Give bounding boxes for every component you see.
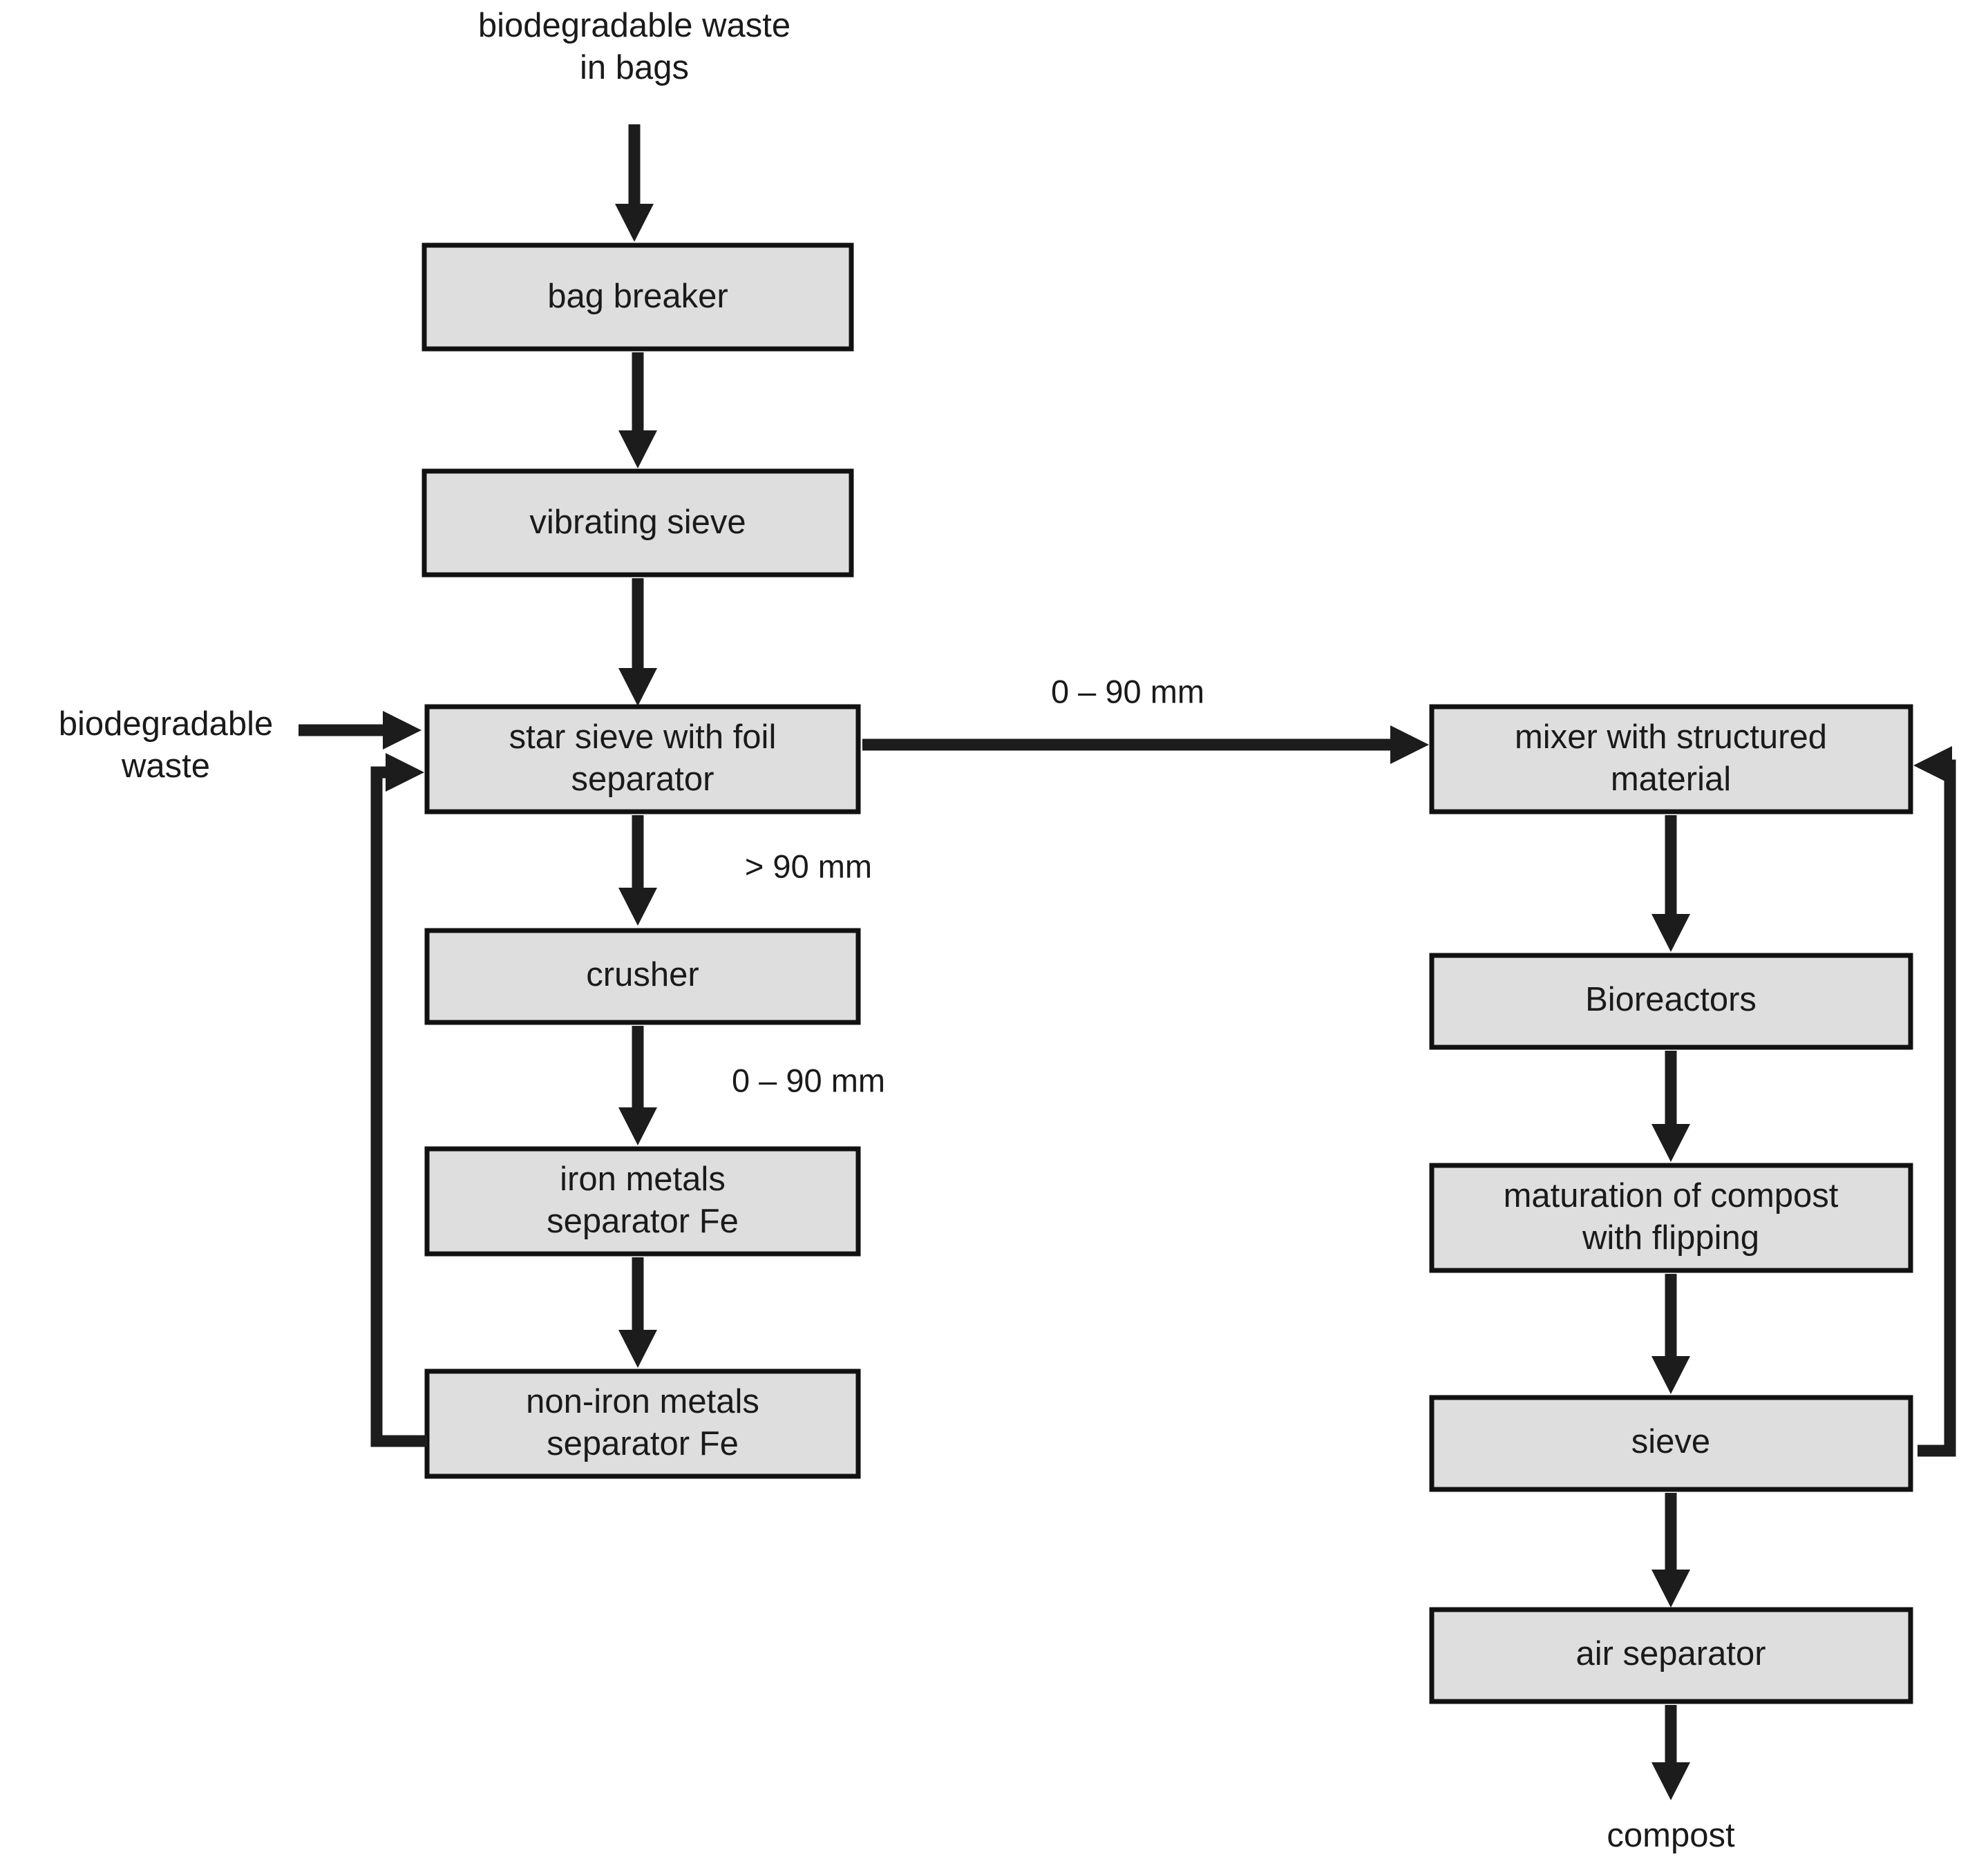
arrow-feedback-sieve-to-mixer <box>1913 746 1956 1457</box>
arrow-vibrating-sieve-to-star-sieve <box>618 578 657 706</box>
arrow-waste-input-to-star-sieve <box>299 711 422 750</box>
arrow-input-to-bag-breaker <box>615 124 654 242</box>
label-input-bags-line1: biodegradable waste <box>478 7 791 44</box>
node-non-iron-separator-label-line1: non-iron metals <box>526 1383 759 1420</box>
node-mixer-with-structured-material[interactable]: mixer with structured material <box>1429 704 1913 814</box>
node-maturation-label-line1: maturation of compost <box>1504 1177 1839 1214</box>
node-maturation-of-compost[interactable]: maturation of compost with flipping <box>1429 1163 1913 1273</box>
node-bag-breaker[interactable]: bag breaker <box>422 242 854 352</box>
node-iron-metals-separator[interactable]: iron metals separator Fe <box>424 1146 861 1257</box>
edge-label-greater-90mm: > 90 mm <box>745 848 872 884</box>
arrow-crusher-to-iron-separator <box>618 1026 657 1145</box>
node-star-sieve-with-foil-separator[interactable]: star sieve with foil separator <box>424 704 861 814</box>
arrow-star-sieve-to-mixer <box>862 725 1429 764</box>
edge-label-0-90mm-crusher: 0 – 90 mm <box>732 1062 885 1098</box>
label-biodegradable-waste-in-bags: biodegradable waste in bags <box>478 7 791 86</box>
label-input-bags-line2: in bags <box>580 49 689 86</box>
node-star-sieve-label-line2: separator <box>571 761 714 798</box>
arrow-mixer-to-bioreactors <box>1651 815 1690 952</box>
arrow-sieve-to-air-separator <box>1651 1493 1690 1608</box>
arrow-iron-to-non-iron-separator <box>618 1257 657 1368</box>
arrow-bag-breaker-to-vibrating-sieve <box>618 352 657 468</box>
node-star-sieve-label-line1: star sieve with foil <box>509 718 777 756</box>
edge-label-0-90mm-mixer: 0 – 90 mm <box>1051 673 1204 709</box>
node-bioreactors-label: Bioreactors <box>1585 981 1757 1018</box>
label-biodegradable-waste-line1: biodegradable <box>59 705 274 743</box>
node-vibrating-sieve-label: vibrating sieve <box>529 504 746 541</box>
node-non-iron-metals-separator[interactable]: non-iron metals separator Fe <box>424 1369 861 1479</box>
node-crusher[interactable]: crusher <box>424 928 861 1025</box>
label-compost-output: compost <box>1607 1817 1735 1854</box>
arrow-feedback-non-iron-to-star-sieve <box>370 753 427 1447</box>
arrow-star-sieve-to-crusher <box>618 815 657 926</box>
node-iron-separator-label-line2: separator Fe <box>547 1203 739 1240</box>
label-biodegradable-waste-line2: waste <box>121 747 210 785</box>
node-crusher-label: crusher <box>586 956 699 993</box>
node-mixer-label-line1: mixer with structured <box>1515 718 1827 756</box>
node-mixer-label-line2: material <box>1611 761 1731 798</box>
arrow-bioreactors-to-maturation <box>1651 1051 1690 1162</box>
node-sieve-label: sieve <box>1631 1423 1710 1460</box>
node-vibrating-sieve[interactable]: vibrating sieve <box>422 468 854 578</box>
node-non-iron-separator-label-line2: separator Fe <box>547 1425 739 1462</box>
node-iron-separator-label-line1: iron metals <box>560 1161 726 1198</box>
node-bag-breaker-label: bag breaker <box>547 278 728 315</box>
node-bioreactors[interactable]: Bioreactors <box>1429 953 1913 1050</box>
arrow-air-separator-to-compost <box>1651 1705 1690 1800</box>
arrow-maturation-to-sieve <box>1651 1274 1690 1394</box>
node-air-separator[interactable]: air separator <box>1429 1607 1913 1704</box>
node-air-separator-label: air separator <box>1575 1635 1765 1672</box>
node-sieve[interactable]: sieve <box>1429 1395 1913 1492</box>
label-biodegradable-waste-input: biodegradable waste <box>59 705 274 785</box>
node-maturation-label-line2: with flipping <box>1582 1219 1759 1257</box>
